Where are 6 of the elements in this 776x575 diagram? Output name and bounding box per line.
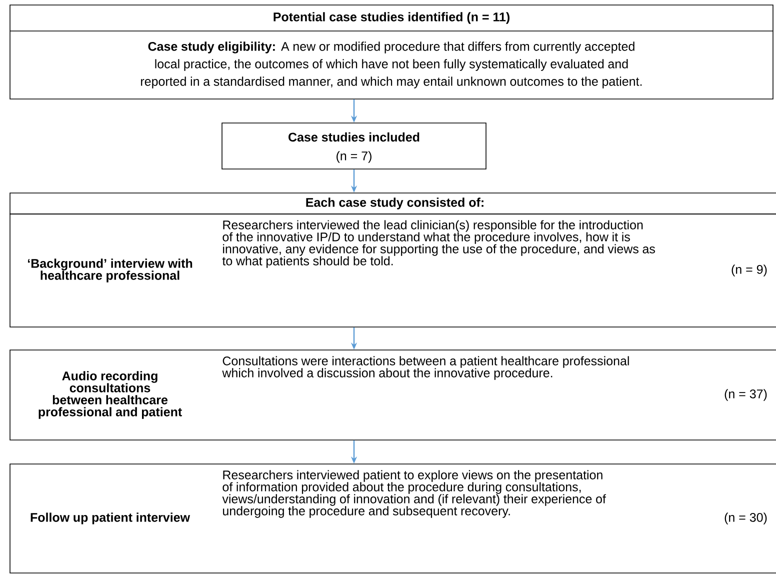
process-box: Follow up patient interview Researchers interviewed patient to explore views on the presentation of information provided about the procedure during consultations, views/understanding of innovation and (if relevant) their experience of undergoing the procedure and subsequent recovery. (n = 30) xyxy=(10,464,776,574)
process-box: Audio recording consultations between healthcare professional and patient Consultations were interactions between a patient healthcare professional which involved a discussion about the innovative procedure. (n = 37) xyxy=(10,350,776,440)
process-box: Case studies included (n = 7) xyxy=(222,122,486,170)
process-box: Potential case studies identified (n = 11) Case study eligibility: A new or modified procedure that differs from currently accepted local practice, the outcomes of which have not been fully systematically evaluated and reported in a standardised manner, and which may entail unknown outcomes to the patient. xyxy=(10,4,774,100)
process-box: ‘Background’ interview with healthcare professional Researchers interviewed the lead clinician(s) responsible for the introduction of the innovative IP/D to understand what the procedure involves, how it is innovative, any evidence for supporting the use of the procedure, and views as to what patients should be told. (n = 9) xyxy=(10,214,776,328)
process-box: Each case study consisted of: xyxy=(10,192,776,214)
